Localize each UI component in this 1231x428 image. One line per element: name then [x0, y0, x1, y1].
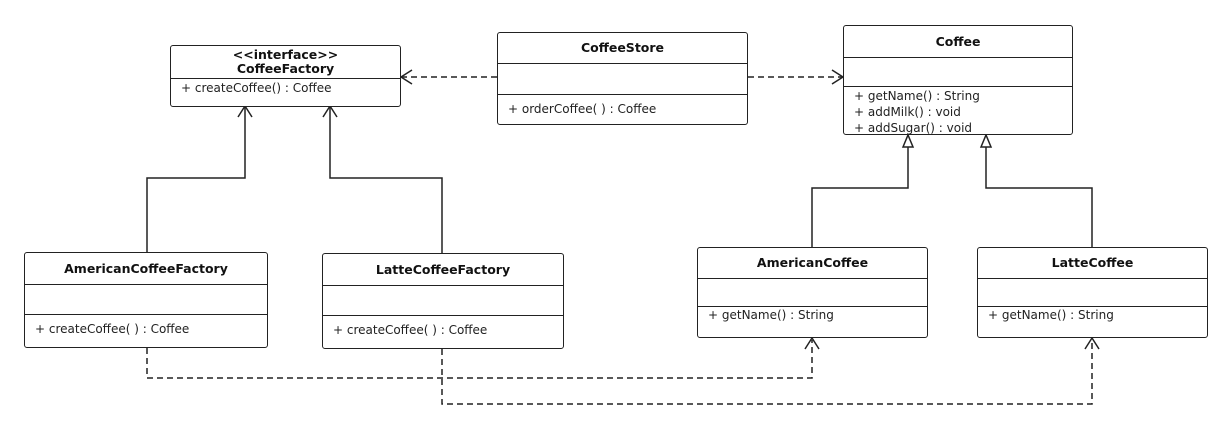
- class-header: AmericanCoffee: [698, 248, 927, 279]
- class-header: LatteCoffeeFactory: [323, 254, 563, 286]
- operation: + createCoffee( ) : Coffee: [333, 323, 488, 337]
- operations-section: + orderCoffee( ) : Coffee: [498, 95, 747, 118]
- operations-section: + createCoffee( ) : Coffee: [25, 315, 267, 338]
- edge-americanfactory-to-factory: [146, 107, 246, 252]
- edge-lattecoffee-to-coffee: [985, 147, 1093, 247]
- operations-section: + createCoffee() : Coffee: [171, 79, 400, 97]
- operation: + getName() : String: [708, 308, 834, 322]
- class-coffee-store[interactable]: CoffeeStore + orderCoffee( ) : Coffee: [497, 32, 748, 125]
- triangle-lattecoffee-icon: [979, 133, 993, 148]
- class-name: LatteCoffee: [1051, 255, 1134, 270]
- class-name: AmericanCoffee: [756, 255, 869, 270]
- class-name: CoffeeFactory: [236, 61, 335, 76]
- attributes-section: [323, 286, 563, 316]
- operations-section: + getName() : String: [978, 307, 1207, 324]
- arrowhead-factory-icon: [399, 69, 413, 85]
- operation: + getName() : String: [854, 89, 980, 103]
- operations-section: + getName() : String: [698, 307, 927, 324]
- operations-section: + createCoffee( ) : Coffee: [323, 316, 563, 339]
- edge-americancoffee-to-coffee: [811, 147, 909, 247]
- class-coffee[interactable]: Coffee + getName() : String + addMilk() …: [843, 25, 1073, 135]
- class-header: AmericanCoffeeFactory: [25, 253, 267, 285]
- class-coffee-factory[interactable]: <<interface>> CoffeeFactory + createCoff…: [170, 45, 401, 107]
- edge-americanfactory-to-americancoffee: [146, 340, 813, 379]
- class-latte-coffee[interactable]: LatteCoffee + getName() : String: [977, 247, 1208, 338]
- operation: + createCoffee( ) : Coffee: [35, 322, 190, 336]
- triangle-americancoffee-icon: [901, 133, 915, 148]
- attributes-section: [698, 279, 927, 307]
- attributes-section: [25, 285, 267, 315]
- edge-lattefactory-to-factory: [329, 107, 443, 253]
- edge-lattefactory-to-lattecoffee: [441, 340, 1093, 405]
- operation: + orderCoffee( ) : Coffee: [508, 102, 657, 116]
- operation: + createCoffee() : Coffee: [181, 81, 332, 95]
- class-header: LatteCoffee: [978, 248, 1207, 279]
- class-name: AmericanCoffeeFactory: [64, 260, 228, 276]
- class-name: Coffee: [935, 33, 981, 49]
- class-header: CoffeeStore: [498, 33, 747, 64]
- class-header: Coffee: [844, 26, 1072, 58]
- attributes-section: [978, 279, 1207, 307]
- arrowhead-americancoffee-icon: [804, 336, 820, 350]
- class-name: CoffeeStore: [580, 40, 665, 55]
- class-header: <<interface>> CoffeeFactory: [171, 46, 400, 79]
- operation: + addMilk() : void: [854, 105, 961, 119]
- operation: + addSugar() : void: [854, 121, 973, 135]
- class-name: LatteCoffeeFactory: [375, 261, 511, 277]
- class-latte-coffee-factory[interactable]: LatteCoffeeFactory + createCoffee( ) : C…: [322, 253, 564, 349]
- attributes-section: [844, 58, 1072, 87]
- operations-section: + getName() : String + addMilk() : void …: [844, 87, 1072, 135]
- class-american-coffee[interactable]: AmericanCoffee + getName() : String: [697, 247, 928, 338]
- class-american-coffee-factory[interactable]: AmericanCoffeeFactory + createCoffee( ) …: [24, 252, 268, 348]
- interface-stereotype: <<interface>>: [232, 47, 339, 62]
- arrowhead-lattecoffee-icon: [1084, 336, 1100, 350]
- attributes-section: [498, 64, 747, 95]
- operation: + getName() : String: [988, 308, 1114, 322]
